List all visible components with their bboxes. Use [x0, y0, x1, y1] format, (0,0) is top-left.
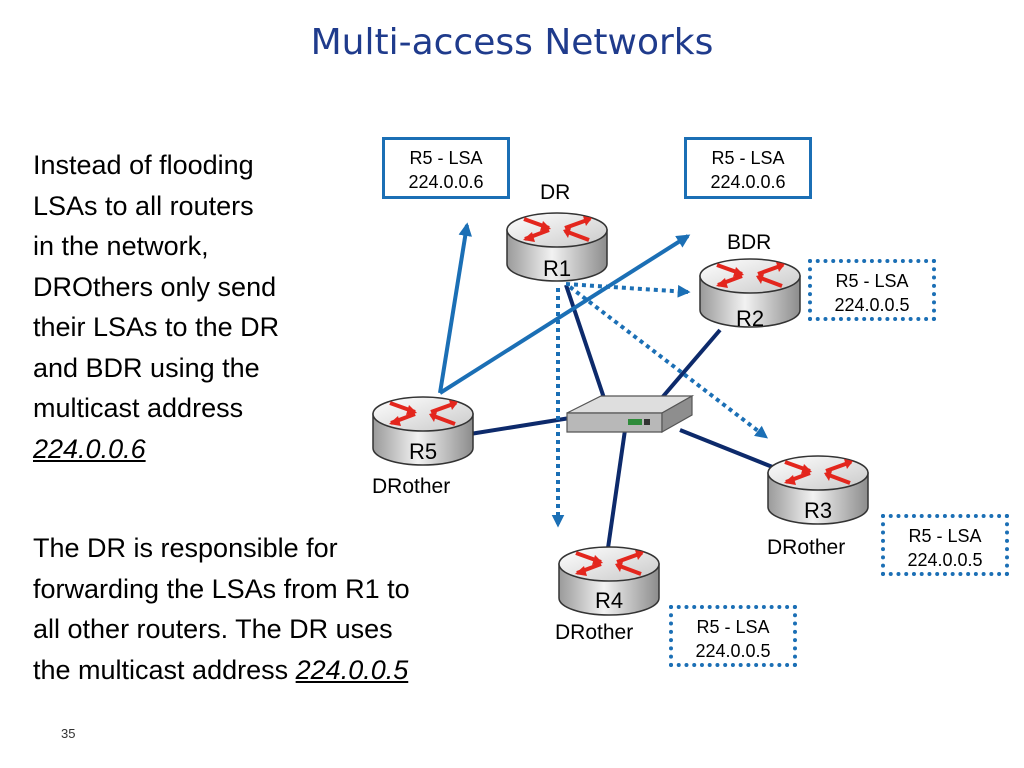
lsa-arrow-dr-to-r3 [568, 285, 769, 439]
link-r3-switch [679, 428, 781, 472]
text-line: DROthers only send [33, 271, 277, 302]
lsa-label: R5 - LSA [696, 617, 770, 637]
ethernet-links [469, 284, 781, 556]
router-r4-role: DRother [555, 621, 634, 644]
link-r5-switch [469, 416, 571, 436]
text-line: the multicast address [33, 654, 289, 685]
switch-icon [566, 394, 695, 434]
lsa-box-r2: R5 - LSA 224.0.0.5 [808, 259, 936, 321]
text-line: The DR is responsible for [33, 533, 338, 563]
lsa-label: R5 - LSA [711, 148, 785, 168]
lsa-label: R5 - LSA [908, 526, 982, 546]
lsa-arrow-r5-to-bdr [438, 234, 691, 395]
lsa-box-r3: R5 - LSA 224.0.0.5 [881, 514, 1009, 576]
link-r2-switch [658, 328, 722, 402]
lsa-address: 224.0.0.5 [834, 295, 910, 315]
text-line: their LSAs to the DR [33, 312, 280, 342]
explanation-text-dr-forwarding: The DR is responsible for forwarding the… [33, 528, 523, 690]
multicast-address-dr: 224.0.0.6 [33, 433, 146, 464]
router-r3-role: DRother [767, 536, 846, 559]
lsa-box-to-bdr: R5 - LSA 224.0.0.6 [684, 137, 812, 199]
lsa-address: 224.0.0.6 [710, 172, 786, 192]
lsa-box-r4: R5 - LSA 224.0.0.5 [669, 605, 797, 667]
lsa-address: 224.0.0.6 [408, 172, 484, 192]
slide-title: Multi-access Networks [310, 22, 714, 63]
lsa-label: R5 - LSA [835, 271, 909, 291]
lsa-address: 224.0.0.5 [695, 641, 771, 661]
router-r1-role: DR [540, 181, 571, 204]
text-line: multicast address [33, 393, 244, 423]
page-number: 35 [61, 726, 76, 741]
router-r1-name: R1 [542, 256, 572, 281]
router-r4-name: R4 [594, 588, 624, 613]
lsa-label: R5 - LSA [409, 148, 483, 168]
text-line: and BDR using the [33, 352, 260, 383]
text-line: LSAs to all routers [33, 190, 254, 221]
router-r2-name: R2 [735, 306, 765, 331]
text-line: forwarding the LSAs from R1 to [33, 573, 410, 604]
lsa-box-to-dr: R5 - LSA 224.0.0.6 [382, 137, 510, 199]
text-line: in the network, [33, 231, 209, 261]
text-line: all other routers. The DR uses [33, 614, 393, 644]
lsa-arrow-dr-to-r2 [565, 282, 691, 298]
explanation-text-dr-bdr: Instead of flooding LSAs to all routers … [33, 145, 363, 469]
link-r1-switch [564, 284, 606, 399]
router-r3-name: R3 [803, 498, 833, 523]
router-r2-role: BDR [727, 231, 772, 254]
link-r4-switch [605, 429, 627, 556]
router-r5-role: DRother [372, 475, 451, 498]
text-line: Instead of flooding [33, 150, 254, 180]
multicast-address-all: 224.0.0.5 [295, 654, 409, 685]
lsa-arrow-r5-to-dr [438, 222, 472, 394]
lsa-address: 224.0.0.5 [907, 550, 983, 570]
router-r5-name: R5 [408, 439, 438, 464]
